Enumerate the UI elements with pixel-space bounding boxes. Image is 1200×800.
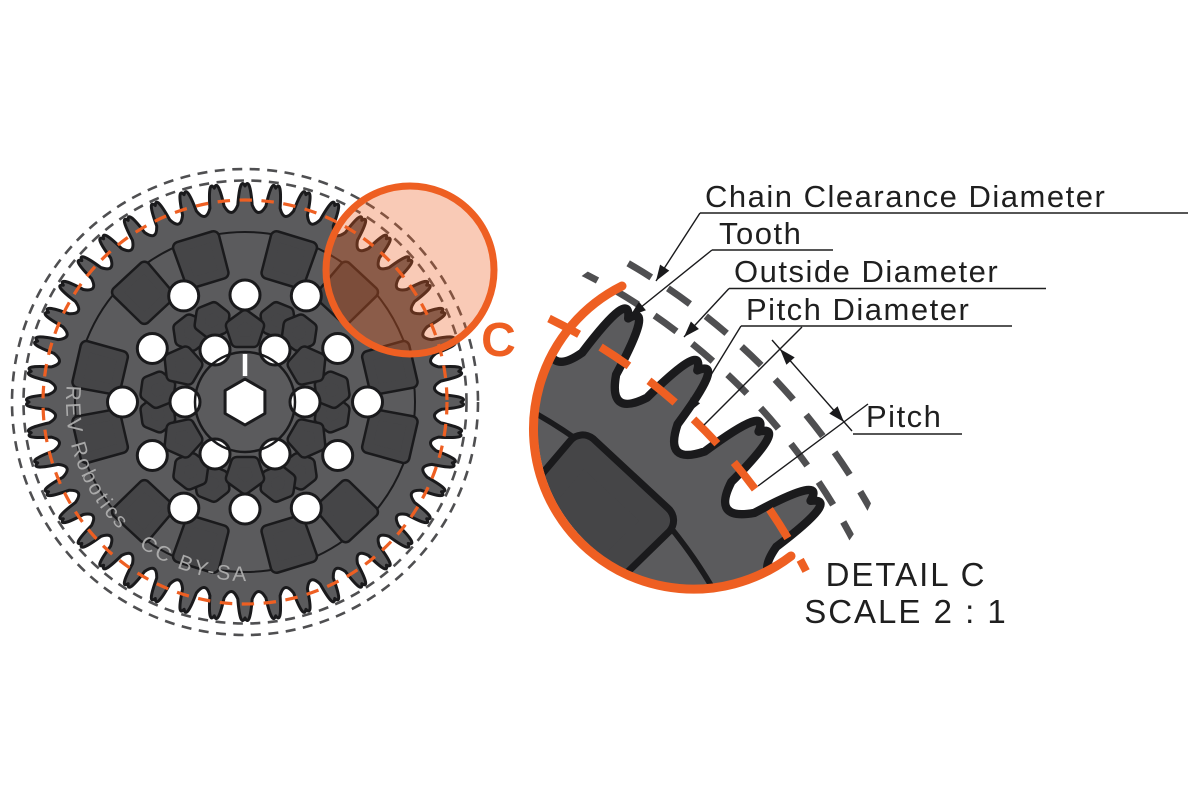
leader-lines [629,212,742,415]
detail-marker-ring [322,182,498,358]
label-outside-diameter: Outside Diameter [734,254,999,289]
annotations: Chain Clearance Diameter Tooth Outside D… [629,179,1188,630]
outside-diameter-circle [22,179,468,625]
label-chain-clearance-diameter: Chain Clearance Diameter [705,179,1106,214]
pitch-dim-lower-arrowhead [829,406,844,422]
detail-marker-letter: C [481,314,517,367]
detail-outside-diameter-arc [572,265,860,548]
detail-view [529,238,886,594]
pitch-dimension [703,326,869,487]
leader-pitch-diameter-line [686,325,742,415]
pitch-dim-upper-arrowhead [780,349,795,365]
chain-clearance-diameter-circle [10,167,480,637]
detail-boundary-arc [529,281,796,594]
pitch-extension-line-2 [757,403,869,487]
detail-circle-marker: C [322,182,517,367]
sprocket-front-view: C [10,167,517,637]
detail-chain-clearance-arc [585,238,886,534]
leader-tooth-line [629,249,713,317]
leader-tooth-arrowhead [630,301,646,316]
detail-scale: SCALE 2 : 1 [804,593,1008,630]
label-tooth: Tooth [719,216,802,251]
detail-reference-arcs [547,238,886,573]
detail-marker-highlight [326,186,494,354]
leader-chain-clearance-arrowhead [656,264,670,281]
detail-title: DETAIL C [826,556,987,593]
pitch-diameter-circle [41,198,449,606]
front-reference-circles [10,167,480,637]
label-pitch-diameter: Pitch Diameter [746,292,970,327]
leader-outside-diameter-arrowhead [684,321,699,337]
leader-pitch-diameter-arrowhead [687,397,701,414]
label-pitch: Pitch [866,399,942,434]
detail-pitch-diameter-arc [547,314,810,573]
pitch-extension-line-1 [703,326,803,426]
